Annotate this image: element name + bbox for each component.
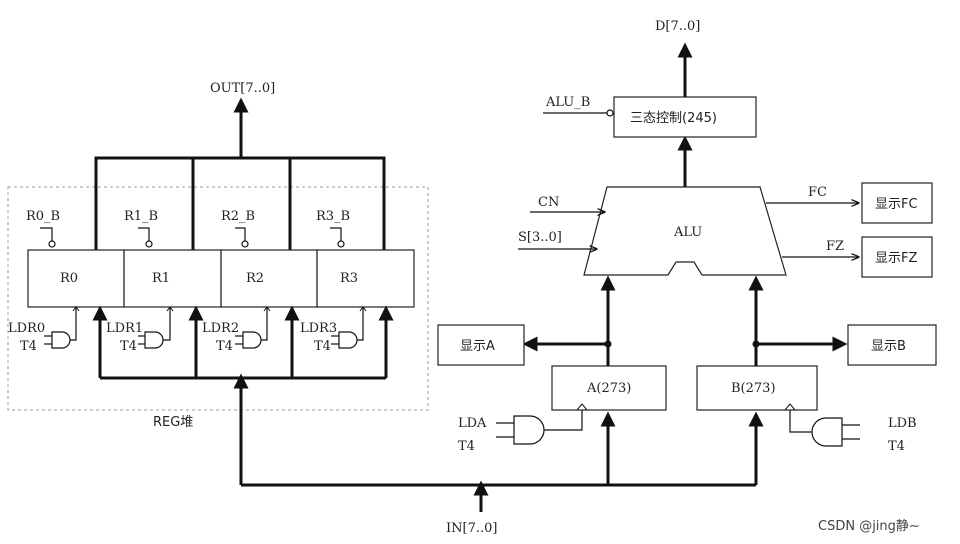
display-fz-label: 显示FZ <box>875 251 917 266</box>
b-t4-label: T4 <box>888 439 905 454</box>
d-bus-label: D[7..0] <box>655 19 700 34</box>
alu-b-bubble <box>606 109 614 117</box>
in-bus-main <box>239 385 756 487</box>
ldr0-label: LDR0 <box>8 321 45 336</box>
r3-b-label: R3_B <box>316 209 350 224</box>
and-gate-lda <box>496 410 583 445</box>
a-t4-label: T4 <box>458 439 475 454</box>
reg-file-label: REG堆 <box>153 415 193 430</box>
reg-file-boundary <box>7 186 429 411</box>
display-fz-box <box>861 236 933 278</box>
r2-b-label: R2_B <box>221 209 255 224</box>
ldr1-label: LDR1 <box>106 321 143 336</box>
and-gate-r1 <box>138 306 174 349</box>
reg-a-label: A(273) <box>586 381 631 396</box>
reg-a-clock-mark <box>576 403 588 411</box>
display-b-box <box>847 324 937 366</box>
display-fc-box <box>861 182 933 224</box>
reg-b-box <box>696 365 818 411</box>
out-bus-label: OUT[7..0] <box>210 81 275 96</box>
register-r1-label: R1 <box>152 271 170 286</box>
r2-t4-label: T4 <box>216 339 233 354</box>
alu-label: ALU <box>673 225 702 240</box>
cn-label: CN <box>538 195 559 210</box>
fz-label: FZ <box>826 239 844 254</box>
r3-b-bubble <box>337 240 345 248</box>
r1-t4-label: T4 <box>120 339 137 354</box>
display-b-label: 显示B <box>871 339 906 354</box>
reg-b-clock-mark <box>784 403 796 411</box>
select-label: S[3..0] <box>518 230 562 245</box>
r0-b-signal <box>40 227 53 241</box>
ldr2-label: LDR2 <box>202 321 239 336</box>
and-gate-r3 <box>331 306 367 349</box>
in-bus-label: IN[7..0] <box>446 521 497 536</box>
ldr3-label: LDR3 <box>300 321 337 336</box>
r1-b-label: R1_B <box>124 209 158 224</box>
fc-label: FC <box>808 185 827 200</box>
r3-b-signal <box>330 227 342 241</box>
display-a-label: 显示A <box>460 339 495 354</box>
alu-b-label: ALU_B <box>545 95 590 110</box>
r0-b-bubble <box>48 240 56 248</box>
tristate-label: 三态控制(245) <box>630 111 717 126</box>
ldb-label: LDB <box>888 416 917 431</box>
register-r0-label: R0 <box>60 271 78 286</box>
lda-label: LDA <box>458 416 487 431</box>
r1-b-signal <box>138 227 150 241</box>
and-gate-ldb <box>789 410 860 447</box>
reg-b-label: B(273) <box>731 381 776 396</box>
out-bus-collector <box>94 156 386 250</box>
and-gate-r2 <box>235 306 271 349</box>
r3-t4-label: T4 <box>314 339 331 354</box>
alu-shape <box>583 186 787 276</box>
watermark: CSDN @jing静~ <box>818 519 920 534</box>
register-r2-label: R2 <box>246 271 264 286</box>
register-r3-label: R3 <box>340 271 358 286</box>
and-gate-r0 <box>44 306 80 349</box>
r1-b-bubble <box>145 240 153 248</box>
r0-t4-label: T4 <box>20 339 37 354</box>
r2-b-signal <box>235 227 246 241</box>
display-fc-label: 显示FC <box>875 197 918 212</box>
r2-b-bubble <box>241 240 249 248</box>
r0-b-label: R0_B <box>26 209 60 224</box>
display-a-box <box>437 324 525 366</box>
